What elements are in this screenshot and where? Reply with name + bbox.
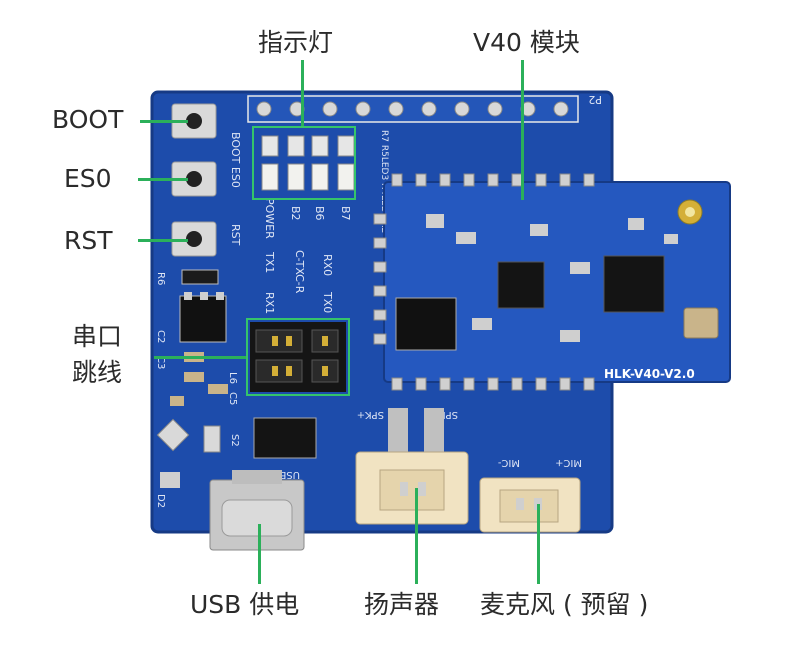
silk-c5: C5	[227, 392, 238, 405]
silk-d2: D2	[155, 494, 166, 508]
callout-indicator: 指示灯	[258, 28, 334, 57]
resistor-r6	[181, 269, 219, 285]
v40-module: HLK-V40-V2.0	[373, 173, 731, 391]
silk-mic-minus: MIC-	[497, 457, 520, 468]
silk-led-labels: R7 R5LED3 R4LED1 R2	[379, 130, 389, 233]
callout-usb-power: USB 供电	[190, 590, 300, 619]
leader-mic	[537, 504, 540, 584]
silk-b7: B7	[339, 206, 352, 221]
silk-ctxc: C-TXC-R	[293, 250, 306, 294]
speaker-connector	[355, 408, 469, 525]
silk-c3: C3	[155, 356, 166, 369]
silk-power: POWER	[263, 198, 276, 239]
leader-rst	[138, 239, 188, 242]
serial-jumper-block	[250, 322, 346, 392]
silk-rx0: RX0	[321, 254, 334, 276]
silk-tx1: TX1	[263, 251, 276, 273]
silk-mic-plus: MIC+	[555, 457, 582, 468]
led-highlight-box	[252, 126, 356, 200]
regulator-chip	[179, 292, 227, 343]
es0-button[interactable]	[171, 161, 217, 197]
led-group	[261, 135, 355, 191]
leader-serial	[154, 356, 246, 359]
leader-module	[521, 60, 524, 200]
callout-serial-line1: 串口	[72, 322, 123, 351]
silk-spk-minus: SPK-	[436, 409, 458, 420]
callout-rst: RST	[64, 226, 113, 255]
silk-b2: B2	[289, 206, 302, 221]
callout-speaker: 扬声器	[364, 590, 440, 619]
usb-ic	[253, 417, 317, 459]
smd-parts-usb	[156, 418, 221, 488]
silk-b6: B6	[313, 206, 326, 221]
callout-es0: ES0	[64, 164, 112, 193]
silk-p2: P2	[588, 93, 602, 106]
silk-spk-plus: SPK+	[357, 409, 384, 420]
callout-mic: 麦克风 ( 预留 )	[480, 590, 649, 619]
micro-usb-port	[209, 470, 305, 551]
callout-v40-module: V40 模块	[473, 28, 580, 57]
jumper-highlight-box	[246, 318, 350, 396]
callout-boot: BOOT	[52, 105, 124, 134]
leader-boot	[140, 120, 188, 123]
silk-usb: USB	[279, 469, 300, 480]
silk-tx0: TX0	[321, 291, 334, 313]
silk-rst: RST	[229, 224, 242, 246]
leader-indicator	[301, 60, 304, 126]
pin-header-p2	[247, 95, 579, 123]
silk-l6: L6	[227, 372, 238, 384]
leader-usb	[258, 524, 261, 584]
silk-boot-es0: BOOT ES0	[229, 132, 242, 188]
silk-rx1: RX1	[263, 292, 276, 314]
mic-connector	[479, 477, 581, 533]
rst-button[interactable]	[171, 221, 217, 257]
silk-s2: S2	[229, 434, 240, 447]
silk-r6: R6	[155, 272, 166, 285]
silk-module-name: HLK-V40-V2.0	[604, 367, 695, 381]
silk-c2: C2	[155, 330, 166, 343]
callout-serial-line2: 跳线	[72, 358, 123, 387]
leader-es0	[138, 178, 188, 181]
leader-speaker	[415, 488, 418, 584]
